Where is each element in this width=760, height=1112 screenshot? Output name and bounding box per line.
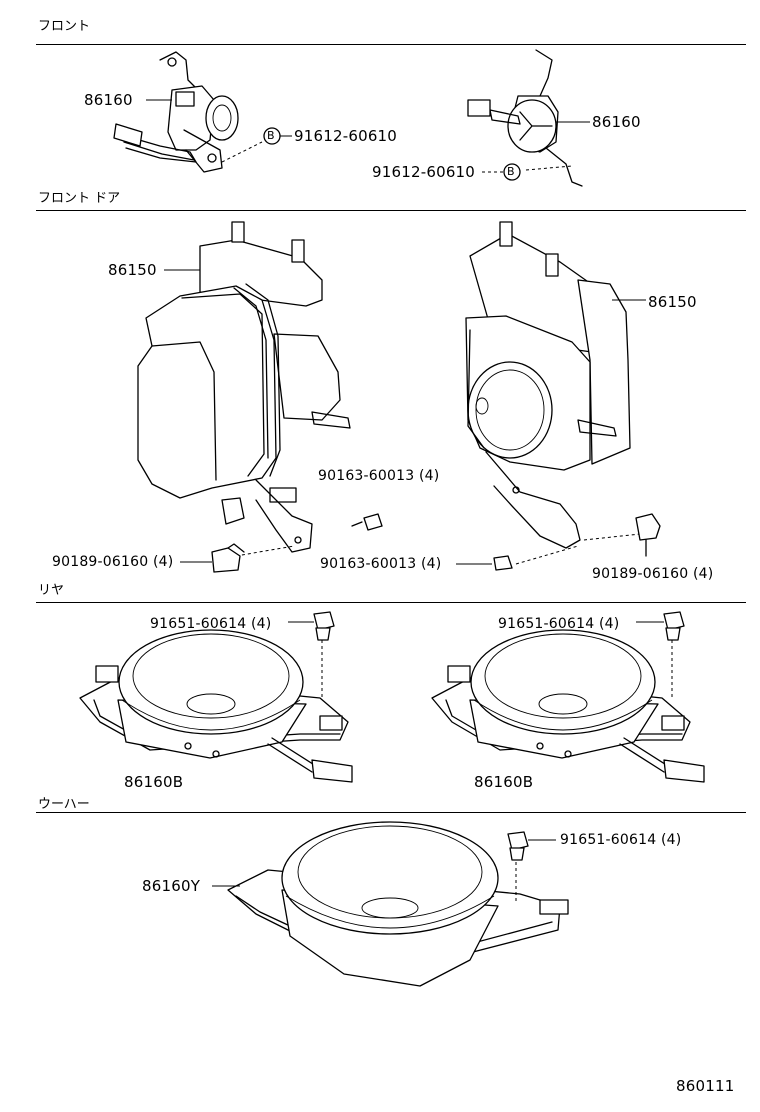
label-door-clip-left: 90189-06160 (4) <box>52 554 174 570</box>
section-title-front: フロント <box>38 19 91 34</box>
front-bolt-left-symbol <box>263 127 292 145</box>
front-bolt-right-symbol <box>482 163 521 181</box>
section-title-woofer: ウーハー <box>38 797 90 812</box>
front-tweeter-left-drawing <box>113 51 263 173</box>
door-speaker-left-drawing <box>137 221 351 553</box>
label-door-screw-lower: 90163-60013 (4) <box>320 556 442 572</box>
rear-screw-left-drawing <box>288 611 335 641</box>
label-door-clip-right: 90189-06160 (4) <box>592 566 714 582</box>
label-front-bolt-left: 91612-60610 <box>294 127 398 145</box>
label-front-bolt-right: 91612-60610 <box>372 163 476 181</box>
door-clip-left-drawing <box>180 543 245 573</box>
section-divider <box>36 602 746 603</box>
label-woofer-screw: 91651-60614 (4) <box>560 832 682 848</box>
woofer-screw-drawing <box>507 831 556 861</box>
label-bolt-mark-right: B <box>507 165 515 178</box>
label-bolt-mark-left: B <box>267 129 275 142</box>
section-divider <box>36 812 746 813</box>
label-front-tweeter-left: 86160 <box>84 91 133 109</box>
front-tweeter-right-drawing <box>467 49 590 187</box>
section-divider <box>36 44 746 45</box>
door-screw-upper-drawing <box>351 513 383 531</box>
label-rear-screw-left: 91651-60614 (4) <box>150 616 272 632</box>
rear-speaker-right-drawing <box>431 629 705 783</box>
label-rear-speaker-right: 86160B <box>474 773 534 791</box>
label-rear-speaker-left: 86160B <box>124 773 184 791</box>
label-door-speaker-left: 86150 <box>108 261 157 279</box>
figure-number: 860111 <box>676 1077 735 1095</box>
section-divider <box>36 210 746 211</box>
door-speaker-right-drawing <box>465 221 631 549</box>
label-door-speaker-right: 86150 <box>648 293 697 311</box>
door-clip-right-drawing <box>635 513 661 557</box>
label-front-tweeter-right: 86160 <box>592 113 641 131</box>
rear-speaker-left-drawing <box>79 629 353 783</box>
section-title-front-door: フロント ドア <box>38 191 121 206</box>
door-screw-lower-drawing <box>456 555 513 571</box>
label-door-screw-upper: 90163-60013 (4) <box>318 468 440 484</box>
rear-screw-right-drawing <box>636 611 685 641</box>
label-woofer-speaker: 86160Y <box>142 877 201 895</box>
section-title-rear: リヤ <box>38 583 65 598</box>
woofer-speaker-drawing <box>212 821 569 987</box>
label-rear-screw-right: 91651-60614 (4) <box>498 616 620 632</box>
